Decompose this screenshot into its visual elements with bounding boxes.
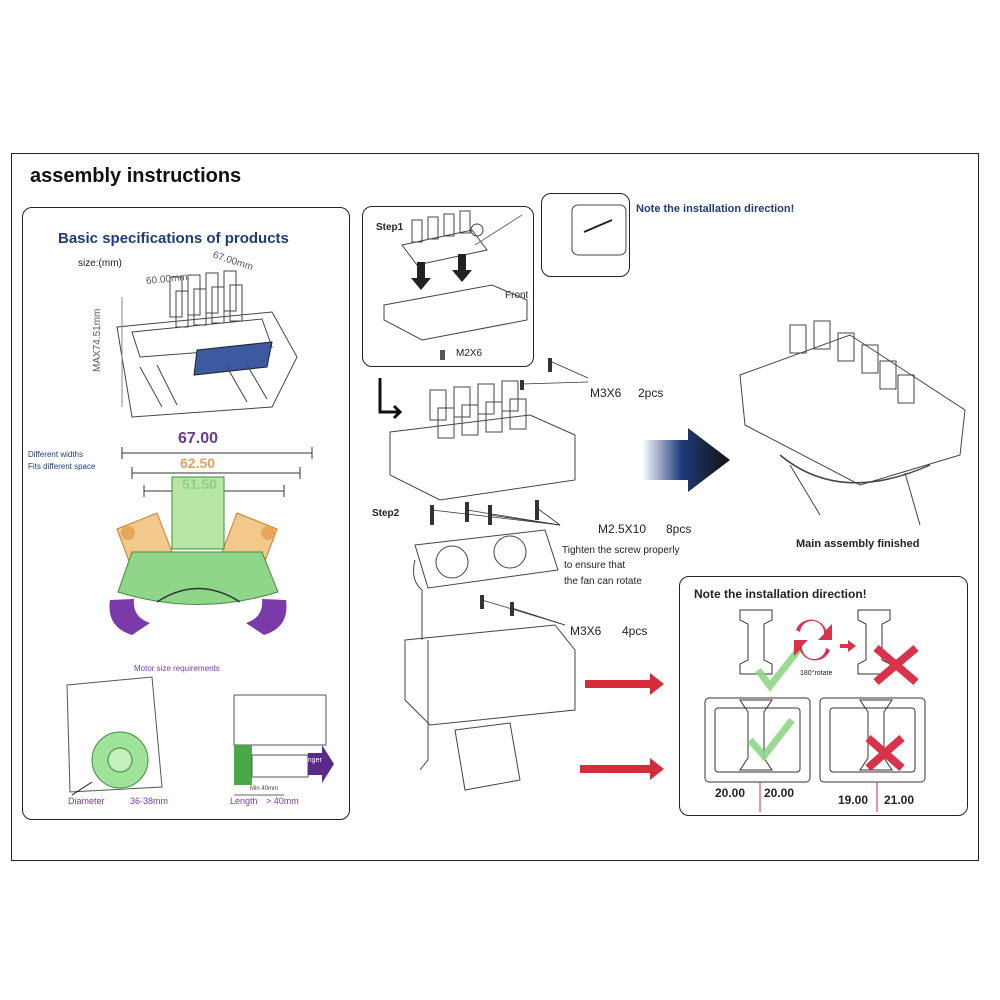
screw-m3x6-bottom: M3X6	[570, 624, 602, 638]
finished-engine-drawing	[739, 320, 966, 525]
step2-illustration	[378, 358, 589, 791]
direction-illustration	[704, 609, 926, 812]
page-title: assembly instructions	[30, 165, 242, 187]
base-frame	[404, 559, 576, 791]
frame-correct	[704, 697, 811, 812]
specs-illustration	[66, 270, 334, 796]
motor-side-drawing	[233, 694, 334, 796]
motor-front-drawing	[66, 676, 163, 796]
cross-mark-top	[873, 644, 919, 686]
rotate-icon	[794, 619, 856, 661]
diameter-value: 36-38mm	[130, 796, 169, 806]
instruction-sheet-border	[11, 153, 979, 861]
screw-m3x6-top: M3X6	[590, 386, 622, 400]
longer-label: Longer	[300, 757, 322, 764]
specs-panel	[22, 207, 350, 820]
fan-note-line2: to ensure that	[564, 560, 626, 571]
red-arrow-bottom	[580, 758, 664, 780]
length-label: Length	[230, 796, 258, 806]
rotate-label: 180°rotate	[800, 670, 833, 677]
callout-note-label: Note the installation direction!	[636, 203, 795, 215]
bad-right-measure: 21.00	[884, 793, 915, 807]
cross-mark-frame	[865, 735, 905, 771]
direction-callout-box	[541, 193, 630, 277]
step1-label: Step1	[376, 222, 404, 233]
engine-top-drawing	[116, 270, 298, 418]
bracket-correct	[739, 609, 773, 675]
flow-arrows	[580, 428, 730, 780]
ok-left-measure: 20.00	[715, 786, 746, 800]
screw-m25x10-qty: 8pcs	[666, 522, 692, 536]
widths-note-line2: Fits different space	[28, 462, 96, 471]
width-a-label: 67.00	[178, 430, 219, 447]
widths-note-line1: Different widths	[28, 450, 83, 459]
width-c-label: 51.50	[182, 476, 218, 492]
screw-m3x6-top-qty: 2pcs	[638, 386, 664, 400]
check-mark-top	[755, 645, 803, 692]
bracket-wrong	[857, 609, 891, 675]
step2-label: Step2	[372, 508, 400, 519]
step1-panel	[362, 206, 534, 367]
width-b-label: 62.50	[180, 455, 216, 471]
red-arrow-top	[585, 673, 664, 695]
main-assembly-finished-label: Main assembly finished	[796, 538, 920, 550]
size-unit-label: size:(mm)	[78, 258, 122, 269]
ok-right-measure: 20.00	[764, 786, 795, 800]
bad-left-measure: 19.00	[838, 793, 869, 807]
min-length-label: Min 40mm	[250, 786, 279, 792]
check-mark-frame	[747, 717, 795, 762]
direction-note-title: Note the installation direction!	[694, 587, 867, 601]
screw-m25x10: M2.5X10	[598, 522, 647, 536]
direction-note-panel	[679, 576, 968, 816]
step1-illustration	[383, 204, 627, 360]
fan-note-line3: the fan can rotate	[564, 576, 642, 587]
frame-wrong	[819, 697, 926, 812]
screw-m3x6-bottom-qty: 4pcs	[622, 624, 648, 638]
motor-requirement-label: Motor size requirements	[134, 664, 220, 673]
step1-screw-label: M2X6	[456, 348, 483, 359]
upper-engine-block	[389, 380, 576, 501]
length-value: > 40mm	[266, 796, 299, 806]
fan-note-line1: Tighten the screw properly	[562, 545, 680, 556]
step-indicator-arrow	[378, 378, 403, 420]
fan-assembly	[414, 529, 559, 589]
engine-front-colored	[109, 476, 287, 635]
main-arrow	[642, 428, 730, 492]
specs-title: Basic specifications of products	[58, 230, 289, 247]
diameter-label: Diameter	[68, 796, 105, 806]
